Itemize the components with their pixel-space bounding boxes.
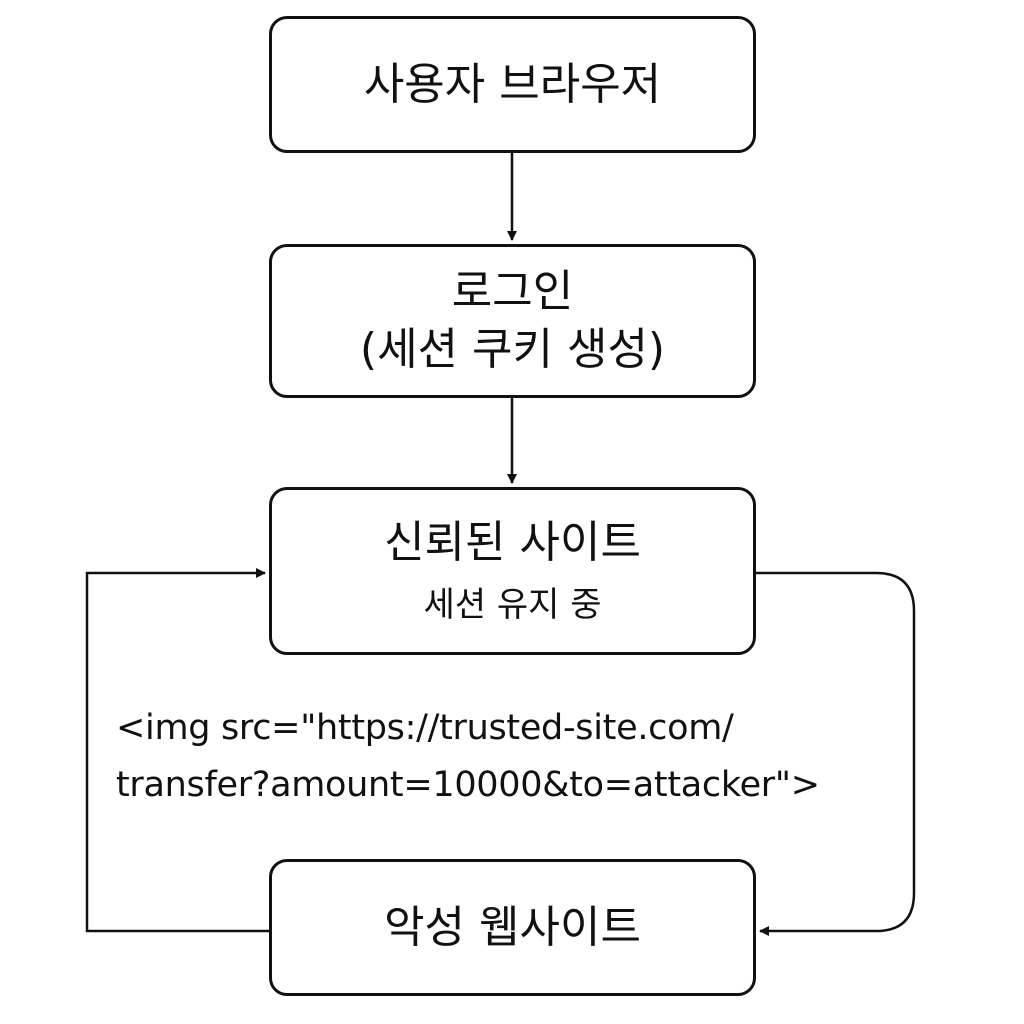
node-malicious-website-title: 악성 웹사이트 [384, 901, 641, 953]
attack-code-snippet: <img src="https://trusted-site.com/ tran… [116, 700, 916, 814]
node-trusted-site-title: 신뢰된 사이트 [384, 517, 641, 568]
node-trusted-site: 신뢰된 사이트 세션 유지 중 [269, 487, 756, 655]
node-login-title: 로그인 [451, 266, 574, 317]
node-login-subtitle: (세션 쿠키 생성) [359, 324, 666, 375]
arrow-trusted-site-to-malicious-site [756, 571, 916, 936]
node-malicious-website: 악성 웹사이트 [269, 859, 756, 996]
code-snippet-line-2: transfer?amount=10000&to=attacker"> [116, 765, 820, 805]
node-user-browser-title: 사용자 브라우저 [363, 58, 662, 110]
node-trusted-site-subtitle: 세션 유지 중 [423, 585, 602, 625]
node-user-browser: 사용자 브라우저 [269, 16, 756, 153]
node-login: 로그인 (세션 쿠키 생성) [269, 244, 756, 398]
arrow-malicious-site-to-trusted-site [85, 568, 269, 933]
code-snippet-line-1: <img src="https://trusted-site.com/ [116, 708, 734, 748]
